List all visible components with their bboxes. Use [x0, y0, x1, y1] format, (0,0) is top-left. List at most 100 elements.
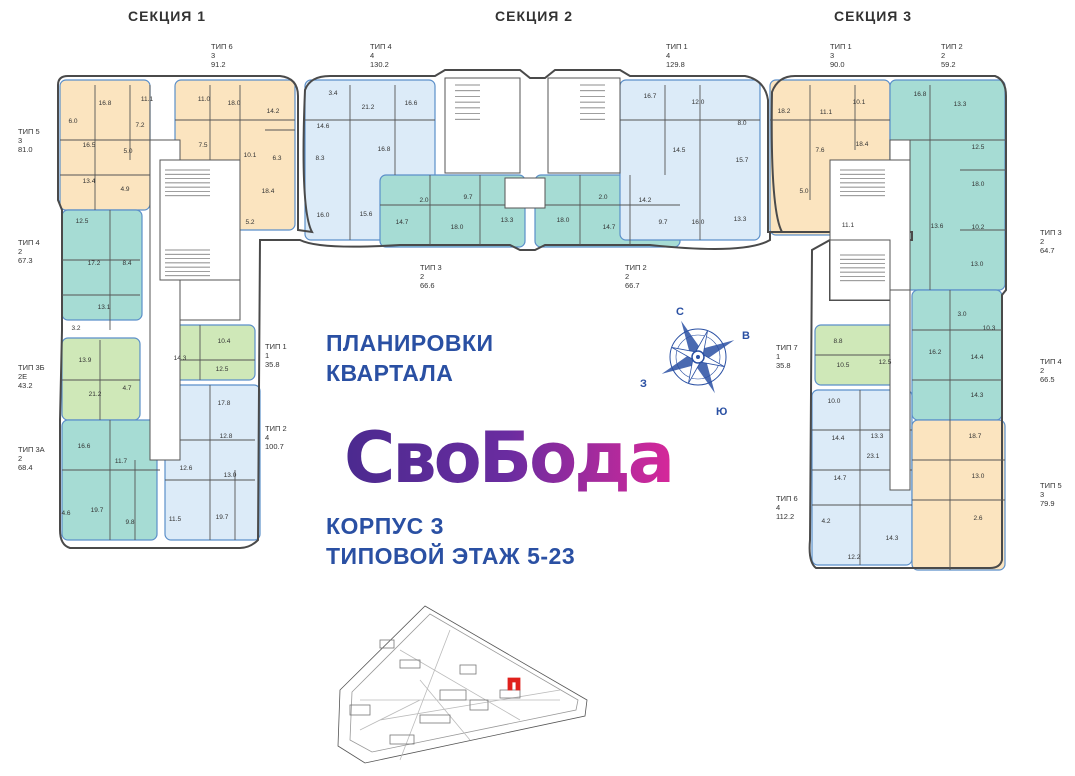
room-area: 12.2	[848, 554, 861, 561]
compass: С В Ю З	[640, 306, 750, 418]
apartment-area: 66.6	[420, 281, 435, 290]
apartment-rooms: 2	[18, 454, 23, 463]
apartment-area: 66.7	[625, 281, 640, 290]
apartment-type: ТИП 5	[1040, 481, 1062, 490]
room-area: 7.2	[135, 122, 144, 129]
apartment-area: 81.0	[18, 145, 33, 154]
room-area: 2.6	[973, 515, 982, 522]
apartment-area: 35.8	[776, 361, 791, 370]
apartment-rooms: 3	[1040, 490, 1045, 499]
room-area: 2.0	[598, 194, 607, 201]
room-area: 5.2	[245, 219, 254, 226]
apartment-rooms: 2	[625, 272, 630, 281]
building-core	[547, 77, 621, 174]
apartment-area: 112.2	[776, 512, 795, 521]
room-area: 8.4	[122, 260, 131, 267]
apartment-type: ТИП 7	[776, 343, 798, 352]
room-area: 14.2	[639, 197, 652, 204]
apartment-rooms: 2Е	[18, 372, 28, 381]
room-area: 8.8	[833, 338, 842, 345]
room-area: 12.5	[76, 218, 89, 225]
room-area: 16.6	[78, 443, 91, 450]
apartment-area: 68.4	[18, 463, 33, 472]
apartment-rooms: 2	[18, 247, 23, 256]
room-area: 12.6	[180, 465, 193, 472]
room-area: 4.2	[821, 518, 830, 525]
apartment-type: ТИП 5	[18, 127, 40, 136]
room-area: 18.0	[972, 181, 985, 188]
room-area: 11.1	[141, 96, 154, 103]
apartment-rooms: 1	[776, 352, 781, 361]
apartment-type: ТИП 6	[776, 494, 798, 503]
room-area: 12.0	[692, 99, 705, 106]
room-area: 16.8	[378, 146, 391, 153]
apartment-type: ТИП 1	[666, 42, 688, 51]
apartment-type: ТИП 2	[941, 42, 963, 51]
headline-top: ПЛАНИРОВКИ КВАРТАЛА	[326, 328, 494, 388]
headline-line-2: КВАРТАЛА	[326, 360, 454, 386]
apartment-type: ТИП 3	[420, 263, 442, 272]
room-area: 14.7	[396, 219, 409, 226]
room-area: 14.7	[603, 224, 616, 231]
headline-bottom: КОРПУС 3 ТИПОВОЙ ЭТАЖ 5-23	[326, 511, 575, 571]
room-area: 10.4	[218, 338, 231, 345]
room-area: 13.4	[83, 178, 96, 185]
room-area: 12.5	[879, 359, 892, 366]
apartment-block	[911, 419, 1006, 571]
apartment-rooms: 3	[211, 51, 216, 60]
compass-south: Ю	[716, 406, 727, 418]
headline-line-4: ТИПОВОЙ ЭТАЖ 5-23	[326, 543, 576, 569]
room-area: 11.1	[820, 109, 833, 116]
apartment-block	[61, 419, 158, 541]
room-area: 11.7	[115, 458, 128, 465]
headline-line-3: КОРПУС 3	[326, 513, 444, 539]
apartment-area: 59.2	[941, 60, 956, 69]
apartment-type: ТИП 4	[370, 42, 392, 51]
headline-line-1: ПЛАНИРОВКИ	[326, 330, 494, 356]
room-area: 14.5	[673, 147, 686, 154]
room-area: 16.7	[644, 93, 657, 100]
room-area: 9.7	[658, 219, 667, 226]
room-area: 14.3	[971, 392, 984, 399]
apartment-block	[911, 289, 1003, 421]
room-area: 17.8	[218, 400, 231, 407]
room-area: 16.8	[99, 100, 112, 107]
room-area: 3.4	[328, 90, 337, 97]
room-area: 11.5	[169, 516, 182, 523]
room-area: 14.4	[971, 354, 984, 361]
room-area: 17.2	[88, 260, 101, 267]
apartment-rooms: 4	[370, 51, 375, 60]
room-area: 14.4	[832, 435, 845, 442]
room-area: 6.3	[272, 155, 281, 162]
compass-north: С	[676, 306, 684, 318]
room-area: 21.2	[89, 391, 102, 398]
room-area: 13.1	[98, 304, 111, 311]
room-area: 5.0	[799, 188, 808, 195]
room-area: 6.0	[68, 118, 77, 125]
svoboda-logo: СвоБода	[344, 417, 670, 499]
room-area: 11.1	[842, 222, 855, 229]
apartment-rooms: 2	[941, 51, 946, 60]
room-area: 8.3	[315, 155, 324, 162]
site-map-building-marker	[507, 677, 521, 691]
apartment-area: 91.2	[211, 60, 226, 69]
room-area: 19.7	[91, 507, 104, 514]
room-area: 11.0	[198, 96, 211, 103]
room-area: 23.1	[867, 453, 880, 460]
room-area: 13.3	[954, 101, 967, 108]
room-area: 13.6	[931, 223, 944, 230]
room-area: 12.8	[220, 433, 233, 440]
room-area: 3.0	[957, 311, 966, 318]
building-core	[504, 177, 546, 209]
room-area: 9.7	[463, 194, 472, 201]
room-area: 10.2	[972, 224, 985, 231]
room-area: 7.5	[198, 142, 207, 149]
building-core	[179, 279, 241, 321]
site-map	[337, 605, 588, 764]
